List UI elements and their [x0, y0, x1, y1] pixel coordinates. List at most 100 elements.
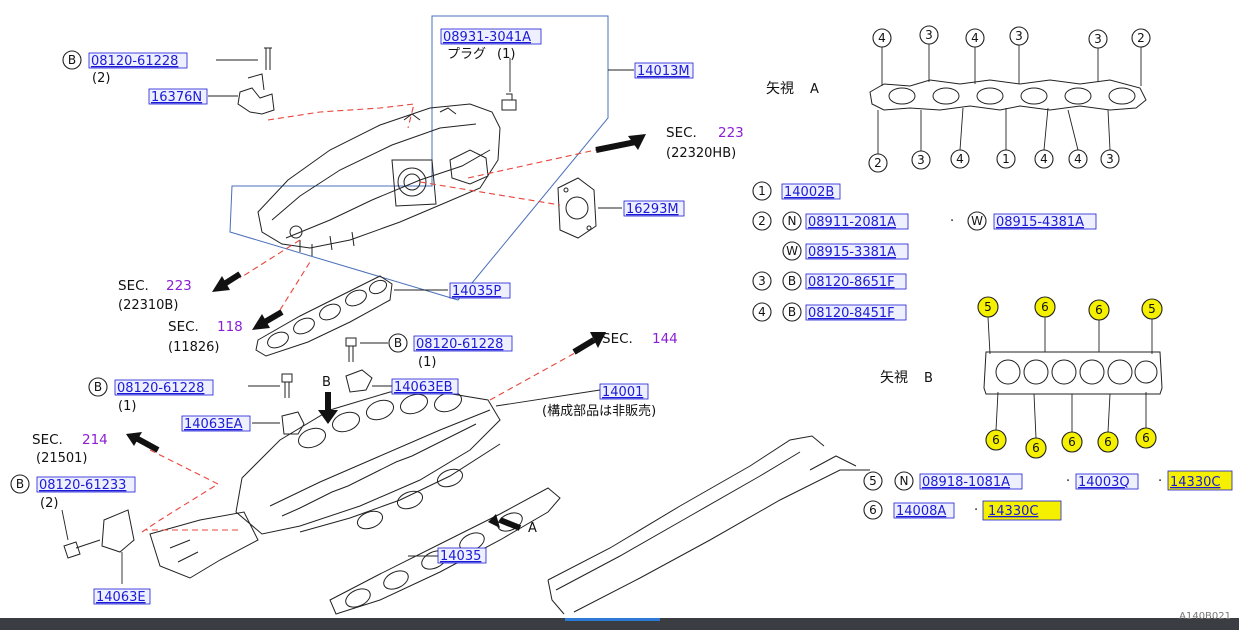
legend-2-w-letter: W — [971, 214, 983, 228]
part-number-08120-61228-mid[interactable]: 08120-61228 — [416, 337, 503, 352]
legend-1-number: 1 — [758, 184, 766, 198]
legend-6-dot: · — [974, 503, 978, 518]
legend-3-number: 3 — [758, 274, 766, 288]
view-a-top-4-circle — [1009, 26, 1029, 46]
part-number-16376n[interactable]: 16376N — [151, 90, 202, 105]
bottom-status-bar — [0, 618, 1239, 630]
view-a-bottom-1: 2 — [874, 156, 882, 170]
legend-3-circle — [752, 271, 772, 291]
scroll-indicator[interactable] — [565, 618, 660, 621]
part-number-08120-8451f[interactable]: 08120-8451F — [808, 306, 895, 321]
part-number-14035p[interactable]: 14035P — [452, 284, 501, 299]
sec-118-number[interactable]: 118 — [217, 319, 243, 335]
sec-144-label: SEC. — [602, 331, 633, 347]
pn-box-14063eb — [391, 378, 459, 395]
view-a-top-6-circle — [1131, 28, 1151, 48]
part-number-08120-61228-left[interactable]: 08120-61228 — [117, 381, 204, 396]
part-number-14063ea[interactable]: 14063EA — [184, 417, 243, 432]
gasket-14035p-drawing — [255, 275, 393, 357]
part-number-14002b[interactable]: 14002B — [784, 185, 834, 200]
qty-left: (1) — [118, 399, 136, 414]
plug-quantity: (1) — [497, 47, 515, 62]
sec-118-label: SEC. — [168, 319, 199, 335]
view-a-top-5: 3 — [1094, 32, 1102, 46]
view-b-bottom-4: 6 — [1104, 435, 1112, 449]
pn-box-16376n — [148, 88, 208, 105]
part-number-14330c-row6[interactable]: 14330C — [988, 504, 1038, 519]
qty-top: (2) — [92, 71, 110, 86]
part-number-14003q[interactable]: 14003Q — [1078, 475, 1130, 490]
pn-box-08120-8651f — [805, 273, 907, 290]
view-b-bottom-2-circle — [1025, 437, 1047, 459]
pn-box-14330c-row6 — [982, 500, 1062, 521]
part-number-08918-1081a[interactable]: 08918-1081A — [922, 475, 1010, 490]
legend-2-w-circle — [967, 211, 987, 231]
view-b-top-3-circle — [1088, 299, 1110, 321]
part-number-08931[interactable]: 08931-3041A — [443, 30, 531, 45]
view-a-bottom-6: 4 — [1074, 152, 1082, 166]
part-number-08120-8651f[interactable]: 08120-8651F — [808, 275, 895, 290]
pn-box-08120-61233 — [36, 476, 136, 493]
collector-frame — [229, 15, 609, 301]
view-a-bottom-1-circle — [868, 153, 888, 173]
sec-214-label: SEC. — [32, 432, 63, 448]
view-a-bottom-4: 1 — [1002, 152, 1010, 166]
part-number-08120-61233[interactable]: 08120-61233 — [39, 478, 126, 493]
legend-2-n-circle — [782, 211, 802, 231]
legend-5-dot-2: · — [1158, 474, 1162, 489]
part-number-14013m[interactable]: 14013M — [637, 64, 690, 79]
part-number-14001[interactable]: 14001 — [602, 385, 643, 400]
bolt-left-drawing — [281, 373, 293, 398]
part-number-08911-2081a[interactable]: 08911-2081A — [808, 215, 896, 230]
part-number-14035[interactable]: 14035 — [440, 549, 481, 564]
arrow-to-sec144 — [590, 332, 606, 348]
view-b-letter: B — [924, 371, 933, 386]
sec-214-sub: (21501) — [36, 451, 88, 466]
bolt-b-letter-lower: B — [16, 477, 24, 491]
legend-2-circle — [752, 211, 772, 231]
sec-223-left-sub: (22310B) — [118, 298, 178, 313]
sec-144-number[interactable]: 144 — [652, 331, 678, 347]
part-number-08915-4381a[interactable]: 08915-4381A — [996, 215, 1084, 230]
bracket-14063eb-drawing — [345, 369, 373, 393]
sec-223-left-label: SEC. — [118, 278, 149, 294]
view-b-bottom-3: 6 — [1068, 435, 1076, 449]
sec-214-number[interactable]: 214 — [82, 432, 108, 448]
view-a-bottom-5: 4 — [1040, 152, 1048, 166]
arrow-to-sec118 — [252, 314, 270, 330]
bracket-16376n-drawing — [237, 47, 275, 115]
sec-223-right-sub: (22320HB) — [666, 146, 736, 161]
view-a-bottom-3-circle — [950, 149, 970, 169]
pn-box-08915-4381a — [993, 213, 1097, 230]
view-b-gasket-drawing — [983, 316, 1163, 439]
sec-223-left-number[interactable]: 223 — [166, 278, 192, 294]
part-number-16293m[interactable]: 16293M — [626, 202, 679, 217]
pn-box-14063ea — [181, 415, 251, 432]
pn-box-08120-61228-mid — [413, 335, 513, 352]
legend-4-b-circle — [782, 302, 802, 322]
view-a-letter: A — [810, 82, 819, 97]
bolt-b-letter-top: B — [68, 53, 76, 67]
part-number-14008a[interactable]: 14008A — [896, 504, 946, 519]
part-number-08120-61228-top[interactable]: 08120-61228 — [91, 54, 178, 69]
view-b-top-4: 5 — [1148, 302, 1156, 316]
view-a-bottom-7: 3 — [1106, 152, 1114, 166]
view-a-gasket-drawing — [869, 44, 1147, 155]
sec-223-right-number[interactable]: 223 — [718, 125, 744, 141]
legend-2b-w-circle — [782, 241, 802, 261]
view-b-bottom-2: 6 — [1032, 441, 1040, 455]
part-number-14063e[interactable]: 14063E — [96, 590, 146, 605]
view-b-top-1-circle — [977, 296, 999, 318]
view-b-bottom-4-circle — [1097, 431, 1119, 453]
view-b-top-1: 5 — [984, 300, 992, 314]
legend-1-circle — [752, 181, 772, 201]
pn-box-08911-2081a — [805, 213, 909, 230]
pn-box-14013m — [634, 62, 694, 79]
view-b-bottom-5: 6 — [1142, 431, 1150, 445]
part-number-14063eb[interactable]: 14063EB — [394, 380, 453, 395]
plug-drawing — [501, 93, 517, 111]
part-number-14330c-row5[interactable]: 14330C — [1170, 475, 1220, 490]
arrow-to-sec223-left — [212, 276, 230, 292]
part-number-08915-3381a[interactable]: 08915-3381A — [808, 245, 896, 260]
